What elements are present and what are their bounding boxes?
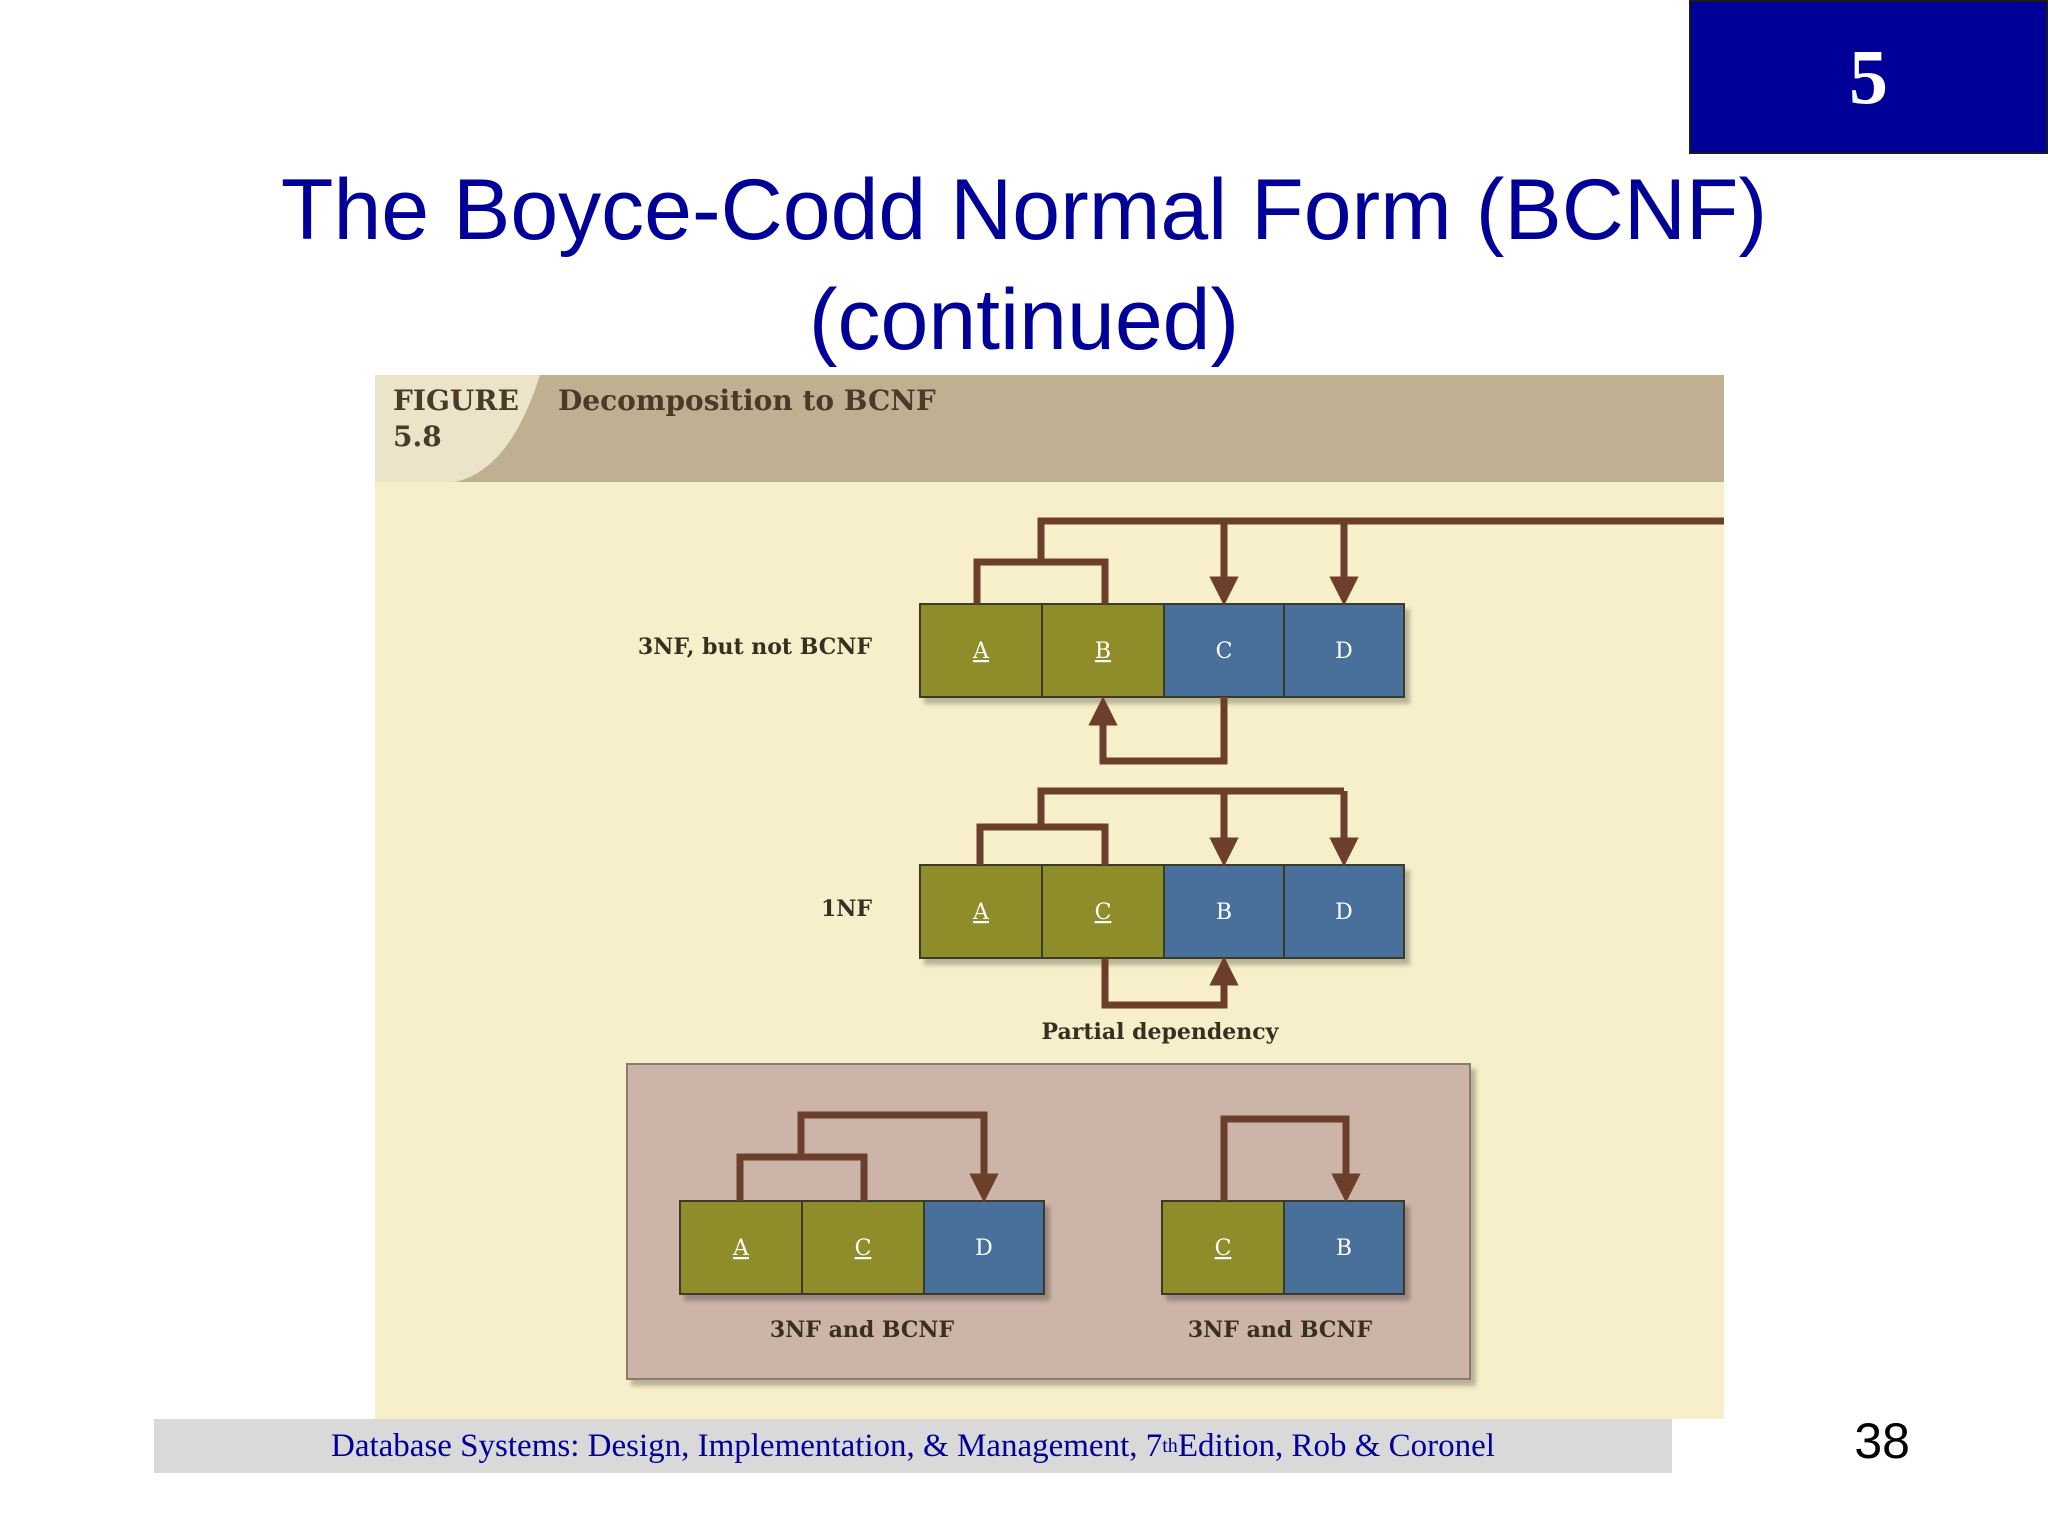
row-label-1nf: 1NF <box>821 896 872 922</box>
dependency-arrows-bottom-left <box>736 1111 999 1203</box>
attribute-cell-a-key <box>919 864 1043 959</box>
attribute-cell-c-key <box>1161 1200 1285 1295</box>
figure-number: 5.8 <box>393 420 442 453</box>
bcnf-decomposition-diagram: FIGURE 5.8 Decomposition to BCNF 3NF, bu… <box>375 375 2048 1419</box>
attribute-cell-b <box>1283 1200 1405 1295</box>
attribute-cell-b <box>1163 864 1285 959</box>
attribute-cell-c-key <box>801 1200 925 1295</box>
attribute-cell-b-key <box>1041 603 1165 698</box>
table-acd <box>679 1200 1045 1295</box>
footer-citation: Database Systems: Design, Implementation… <box>154 1419 1672 1473</box>
chapter-number-badge: 5 <box>1689 0 2048 154</box>
footer-text-after: Edition, Rob & Coronel <box>1177 1427 1495 1464</box>
partial-dependency-label: Partial dependency <box>1042 1019 1280 1045</box>
row-label-3nf-not-bcnf: 3NF, but not BCNF <box>638 634 872 660</box>
attr-label-b: B <box>1095 639 1111 664</box>
table-cb <box>1161 1200 1405 1295</box>
attr-label-c: C <box>1215 1236 1232 1261</box>
figure-label-tab <box>375 375 540 482</box>
attr-label-d: D <box>1335 900 1353 925</box>
slide-title-line1: The Boyce-Codd Normal Form (BCNF) <box>280 162 1768 258</box>
attribute-cell-a-key <box>679 1200 803 1295</box>
figure-5-8: FIGURE 5.8 Decomposition to BCNF 3NF, bu… <box>375 375 2048 1419</box>
figure-label: FIGURE <box>393 384 519 417</box>
dependency-arrows-middle <box>976 787 1359 1009</box>
attr-label-b: B <box>1216 900 1232 925</box>
footer-text-before: Database Systems: Design, Implementation… <box>331 1427 1163 1464</box>
result-label-cb: 3NF and BCNF <box>1188 1317 1373 1343</box>
slide-title: The Boyce-Codd Normal Form (BCNF) (conti… <box>0 155 2048 375</box>
slide-title-line2: (continued) <box>808 272 1240 368</box>
attr-label-a: A <box>972 639 990 664</box>
attr-label-a: A <box>732 1236 750 1261</box>
attribute-cell-a-key <box>919 603 1043 698</box>
attr-label-d: D <box>975 1236 993 1261</box>
attr-label-b: B <box>1336 1236 1352 1261</box>
attr-label-d: D <box>1335 639 1353 664</box>
page-number: 38 <box>1854 1413 1910 1469</box>
dependency-arrows-bottom-right <box>1220 1115 1361 1203</box>
attr-label-c: C <box>1095 900 1112 925</box>
table-3nf-not-bcnf <box>919 603 1405 698</box>
figure-header-band <box>375 375 1724 482</box>
attr-label-a: A <box>972 900 990 925</box>
attribute-cell-d <box>923 1200 1045 1295</box>
table-1nf <box>919 864 1405 959</box>
attribute-cell-d <box>1283 603 1405 698</box>
attribute-cell-d <box>1283 864 1405 959</box>
attr-label-c: C <box>1216 639 1233 664</box>
figure-caption: Decomposition to BCNF <box>558 384 936 417</box>
result-label-acd: 3NF and BCNF <box>770 1317 955 1343</box>
attr-label-c: C <box>855 1236 872 1261</box>
